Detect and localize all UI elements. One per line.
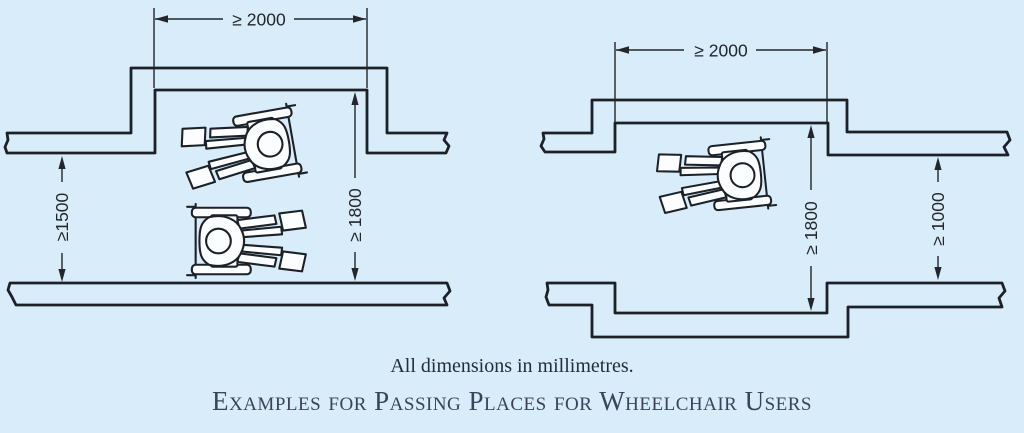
- right-diagram: ≥ 2000 ≥ 1800 ≥ 1000: [539, 41, 1012, 339]
- left-diagram: ≥ 2000 ≥1500 ≥ 1800: [3, 8, 452, 307]
- left-recess-width-dimension: ≥ 2000: [153, 8, 368, 88]
- wheelchair-upper-left: [176, 101, 309, 197]
- dimension-lines: [614, 42, 828, 122]
- dimension-arrowheads: [58, 156, 66, 282]
- right-bottom-wall: [544, 281, 1007, 339]
- left-passing-depth-dimension: ≥ 1800: [345, 92, 365, 281]
- right-passing-depth-dimension: ≥ 1800: [801, 125, 821, 311]
- right-recess-width-label: ≥ 2000: [694, 41, 748, 61]
- wheelchair-lower-left: [186, 202, 307, 280]
- dimensions-note: All dimensions in millimetres.: [390, 355, 634, 377]
- wheelchair-right-diagram: [653, 135, 778, 221]
- left-passing-depth-label: ≥ 1800: [345, 188, 365, 242]
- right-passing-depth-label: ≥ 1800: [801, 201, 821, 255]
- right-corridor-width-dimension: ≥ 1000: [928, 157, 948, 280]
- passing-places-drawing: ≥ 2000 ≥1500 ≥ 1800: [3, 8, 1012, 339]
- left-recess-width-label: ≥ 2000: [232, 10, 286, 30]
- right-corridor-width-label: ≥ 1000: [928, 192, 948, 246]
- dimension-arrowheads: [934, 157, 942, 280]
- right-top-wall: [539, 98, 1012, 157]
- left-bottom-wall: [6, 281, 452, 307]
- dimension-lines: [153, 8, 368, 88]
- left-corridor-width-label: ≥1500: [52, 192, 72, 241]
- figure-title: Examples for Passing Places for Wheelcha…: [212, 386, 812, 416]
- left-corridor-width-dimension: ≥1500: [52, 156, 72, 282]
- left-top-wall: [3, 66, 451, 155]
- right-recess-width-dimension: ≥ 2000: [614, 41, 828, 122]
